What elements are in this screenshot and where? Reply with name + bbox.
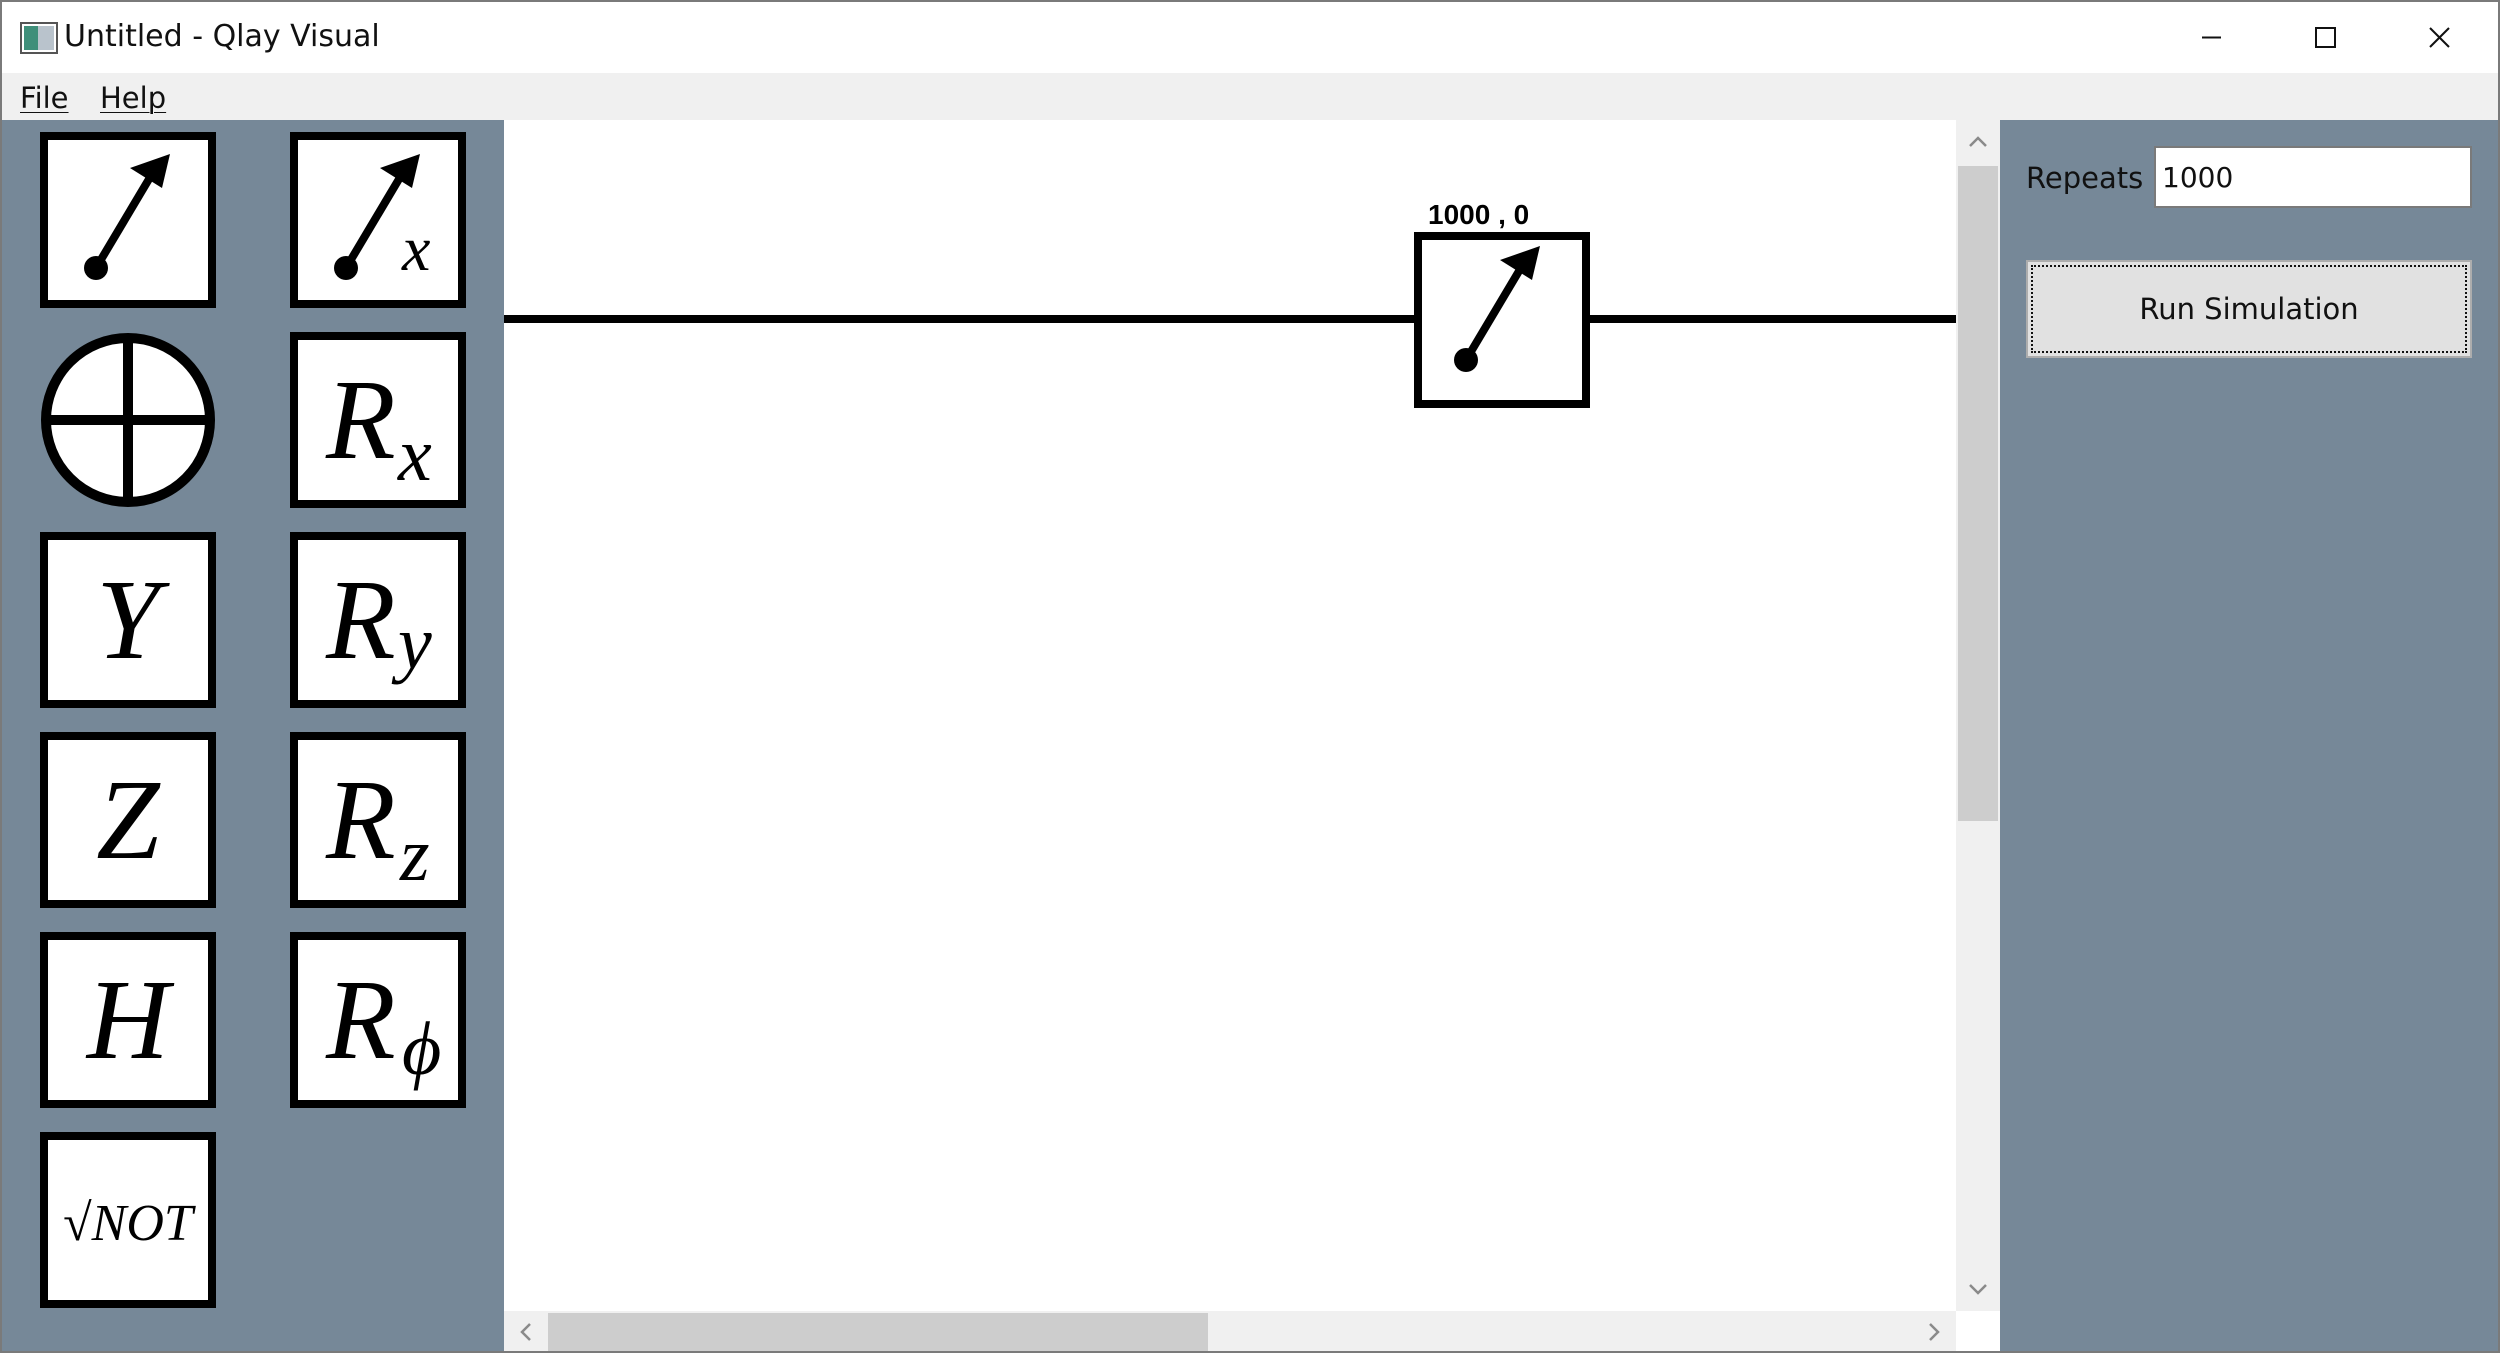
rphi-gate-label: R ϕ (325, 956, 441, 1091)
svg-text:R: R (325, 956, 396, 1083)
ry-gate[interactable]: R y (290, 532, 466, 708)
cnot-target-gate[interactable] (40, 332, 216, 508)
rz-gate[interactable]: R z (290, 732, 466, 908)
svg-text:Z: Z (96, 756, 161, 883)
measure-gate[interactable] (40, 132, 216, 308)
menu-file[interactable]: File (20, 81, 69, 115)
h-gate[interactable]: H (40, 932, 216, 1108)
gate-subscript: x (401, 213, 430, 284)
scroll-down-icon[interactable] (1958, 1269, 1998, 1309)
circle-plus-icon (41, 333, 215, 507)
placed-measure-gate[interactable] (1414, 232, 1590, 408)
y-gate[interactable]: Y (40, 532, 216, 708)
svg-text:z: z (399, 813, 430, 897)
svg-text:H: H (85, 956, 175, 1083)
svg-text:x: x (397, 413, 432, 497)
horizontal-scroll-thumb[interactable] (548, 1313, 1208, 1351)
rx-gate[interactable]: R x (290, 332, 466, 508)
circuit-drawing (504, 232, 1956, 408)
repeats-label: Repeats (2026, 161, 2144, 195)
z-gate[interactable]: Z (40, 732, 216, 908)
title-bar: Untitled - Qlay Visual (2, 2, 2498, 73)
svg-text:ϕ: ϕ (402, 1007, 441, 1091)
measurement-result-label: 1000 , 0 (1428, 199, 1530, 230)
window-title: Untitled - Qlay Visual (64, 19, 380, 54)
close-icon[interactable] (2382, 2, 2496, 73)
control-panel: Repeats Run Simulation (2000, 120, 2498, 1351)
rx-gate-label: R x (325, 356, 432, 497)
scroll-up-icon[interactable] (1958, 122, 1998, 162)
z-gate-label: Z (96, 756, 161, 883)
sqrt-not-gate[interactable]: √NOT (40, 1132, 216, 1308)
h-gate-label: H (85, 956, 175, 1083)
svg-text:√NOT: √NOT (63, 1195, 196, 1252)
y-gate-label: Y (96, 556, 170, 683)
svg-text:R: R (325, 356, 396, 483)
svg-text:R: R (325, 556, 396, 683)
svg-text:Y: Y (96, 556, 170, 683)
svg-text:y: y (391, 601, 432, 685)
vertical-scrollbar[interactable] (1956, 120, 2000, 1311)
svg-text:R: R (325, 756, 396, 883)
rphi-gate[interactable]: R ϕ (290, 932, 466, 1108)
horizontal-scrollbar[interactable] (504, 1311, 1956, 1352)
app-icon (20, 22, 58, 54)
scroll-right-icon[interactable] (1914, 1312, 1954, 1352)
measure-arrow-icon: x (334, 154, 430, 284)
run-simulation-button[interactable]: Run Simulation (2026, 260, 2472, 358)
sqrt-not-gate-label: √NOT (63, 1195, 196, 1252)
repeats-input[interactable] (2154, 146, 2472, 208)
measure-arrow-icon (84, 154, 170, 280)
vertical-scroll-thumb[interactable] (1958, 166, 1998, 821)
menu-help[interactable]: Help (100, 81, 167, 115)
menu-bar: File Help (2, 73, 2498, 120)
maximize-icon[interactable] (2268, 2, 2382, 73)
measure-x-gate[interactable]: x (290, 132, 466, 308)
circuit-canvas[interactable]: 1000 , 0 (504, 120, 1956, 1311)
scroll-left-icon[interactable] (506, 1312, 546, 1352)
minimize-icon[interactable] (2154, 2, 2268, 73)
ry-gate-label: R y (325, 556, 432, 685)
gate-palette: x R x Y R y (2, 120, 504, 1351)
rz-gate-label: R z (325, 756, 430, 897)
